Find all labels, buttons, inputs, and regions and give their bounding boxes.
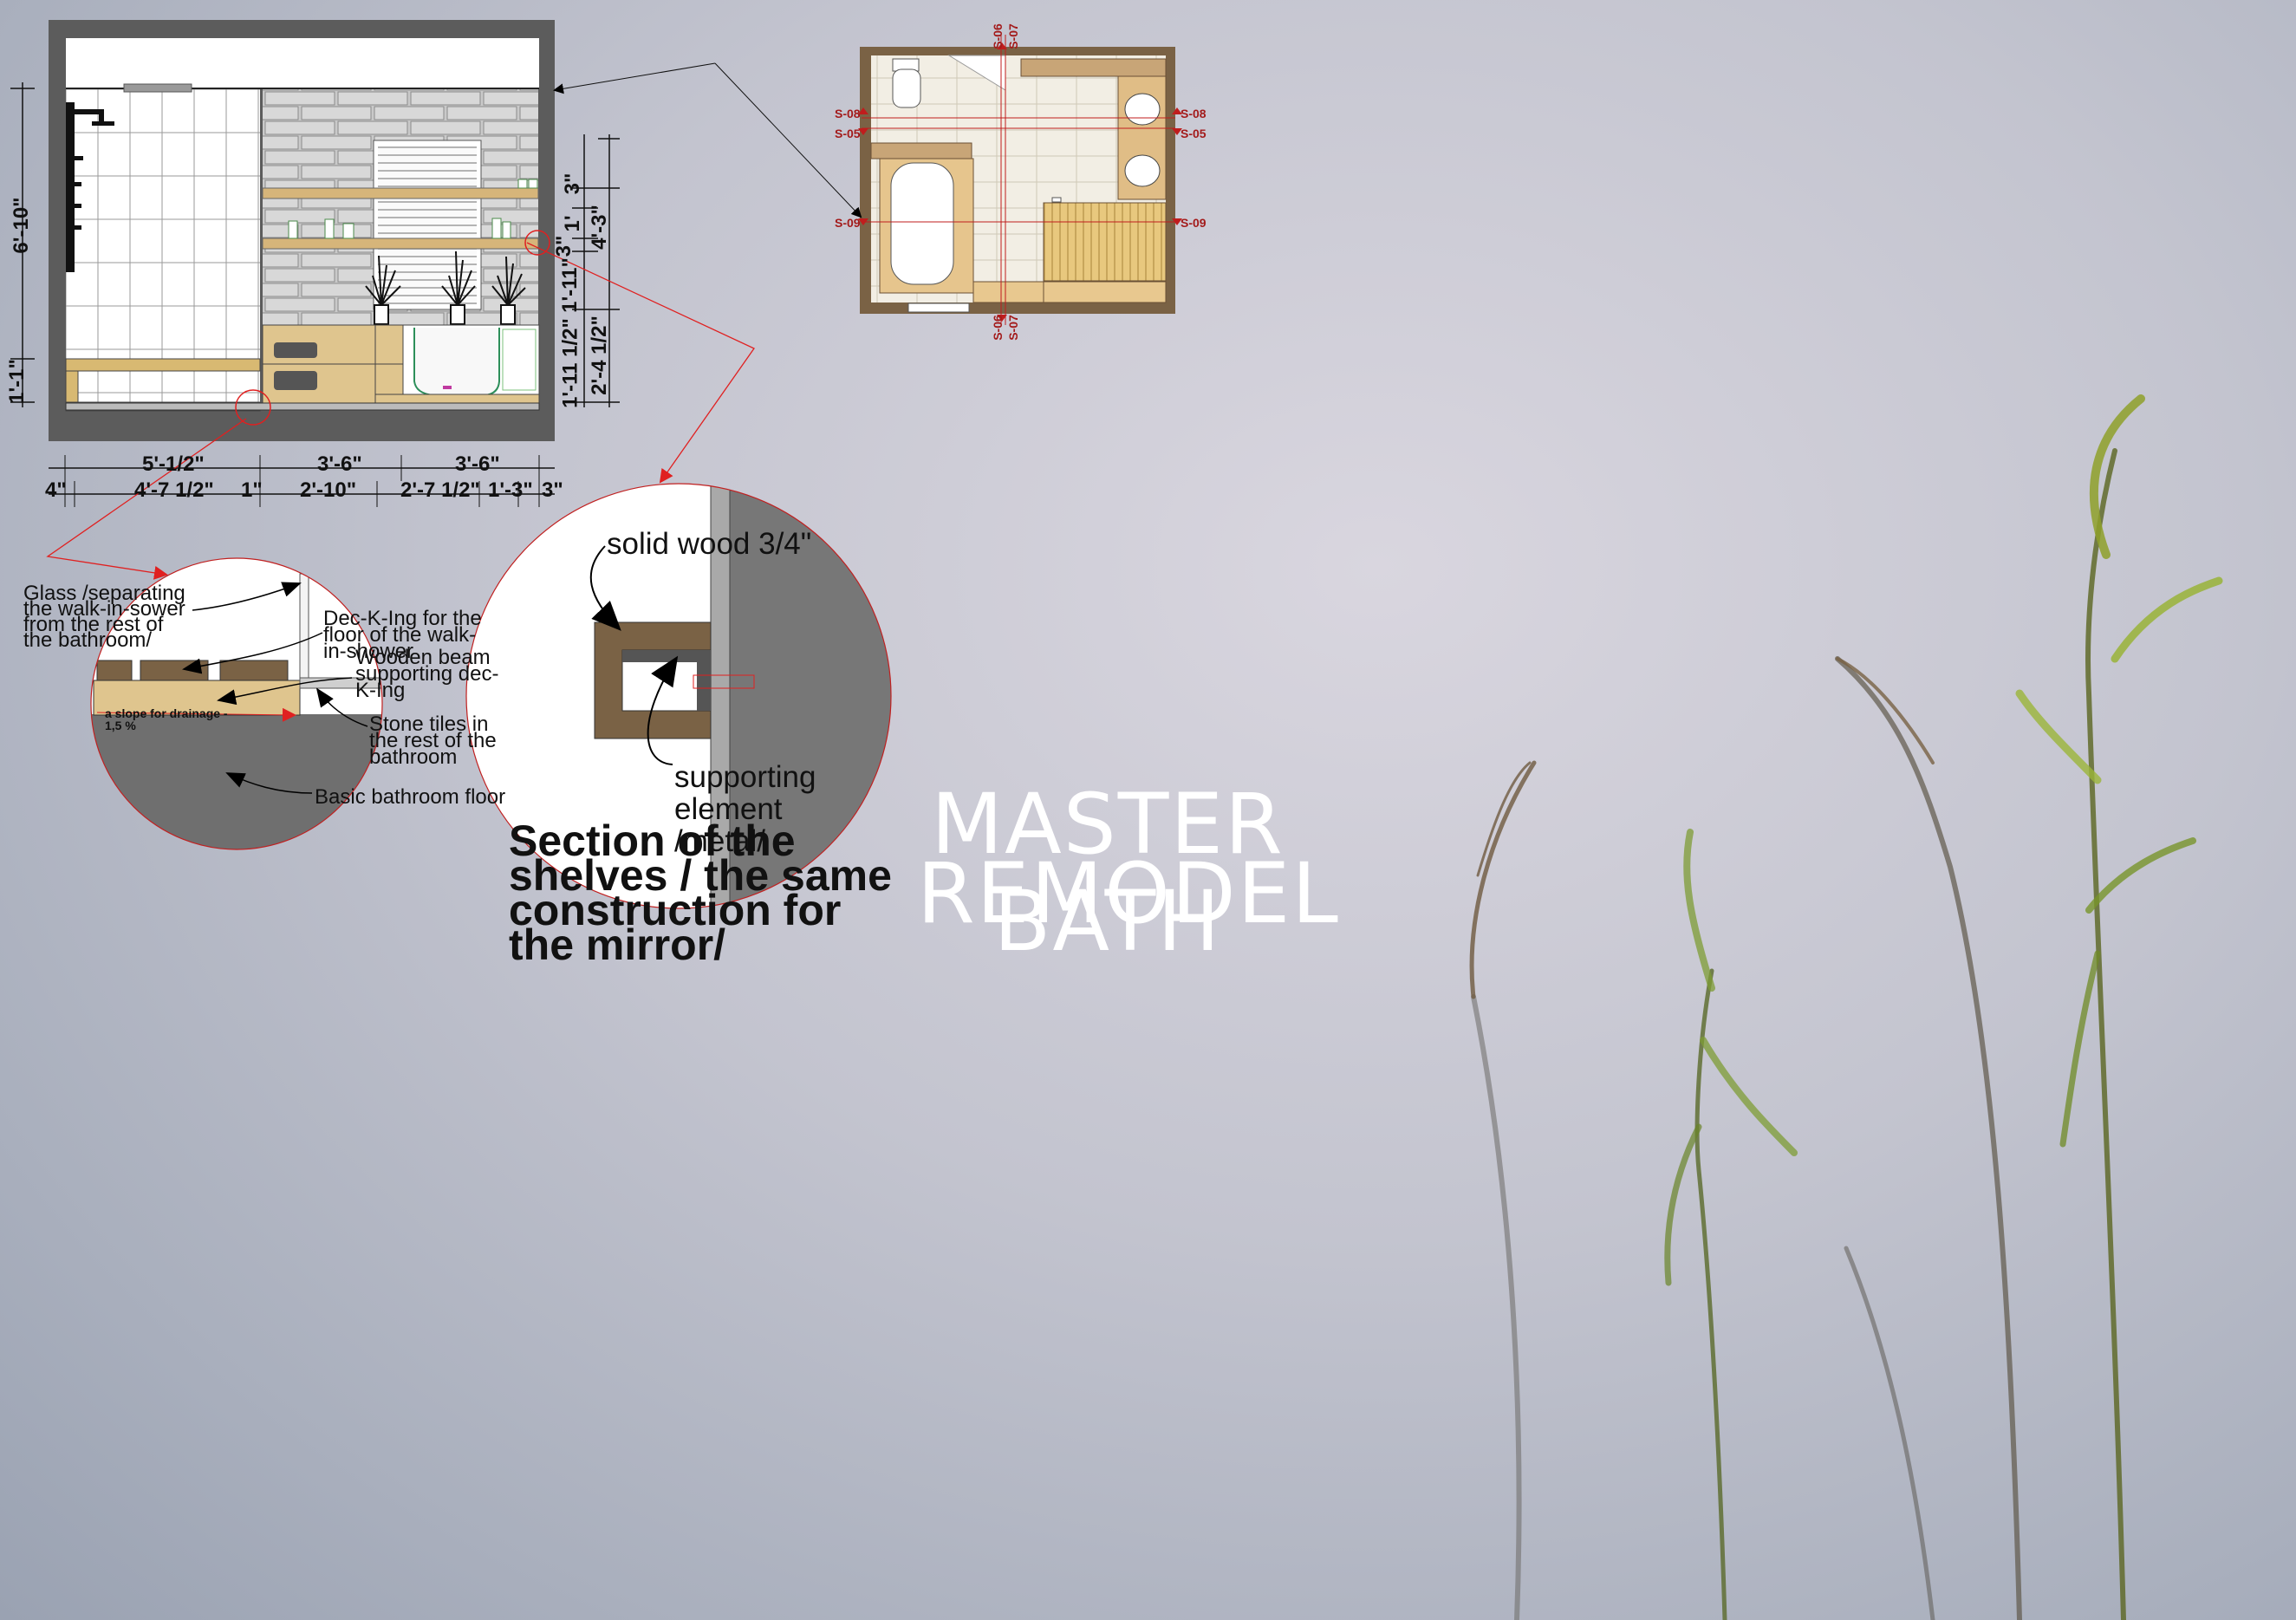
plan-marker-right-2: S-05 [1181, 127, 1207, 140]
dim-left-1: 6'-10" [10, 197, 33, 254]
dim-bottom-4: 2'-10" [300, 478, 357, 502]
note-beam: Wooden beam supporting dec-K-Ing [355, 646, 499, 702]
plan-marker-top-2: S-07 [1005, 23, 1020, 49]
reeds-decoration [1469, 394, 2223, 1620]
title-line-2: REMODEL [917, 845, 1340, 942]
note-glass: Glass /separating the walk-in-sower from… [23, 582, 185, 652]
plan-bathtub [890, 162, 954, 285]
dim-bottom-1: 4" [45, 478, 67, 502]
plan-marker-left-3: S-09 [835, 216, 861, 230]
bathtub [413, 328, 500, 396]
window-blinds [378, 146, 477, 304]
plan-sink-1 [1124, 93, 1161, 126]
note-slope: a slope for drainage - 1,5 % [105, 706, 228, 732]
plan-marker-right-3: S-09 [1181, 216, 1207, 230]
dim-right-a-5: 1'-11 1/2" [558, 318, 582, 408]
shelf-bottles [288, 179, 538, 239]
note-tiles: Stone tiles in the rest of the bathroom [369, 712, 497, 769]
plan-marker-bottom-1: S-06 [990, 315, 1005, 341]
plan-toilet [892, 68, 921, 108]
note-supporting-element: supporting element /metal/ [674, 760, 816, 858]
dim-bottom-7: 3" [542, 478, 563, 502]
plan-marker-top-1: S-06 [990, 23, 1005, 49]
dim-bottom-3: 1" [241, 478, 263, 502]
plan-shower-deck [1043, 202, 1167, 282]
detail-shelf-section [465, 483, 892, 909]
detail-marker-shelf [524, 230, 550, 256]
dim-bottom-5: 2'-7 1/2" [400, 478, 480, 502]
plan-sink-2 [1124, 154, 1161, 187]
shower-tile-wall [66, 89, 260, 403]
title-line-1: MASTER BATH [931, 776, 1285, 970]
ceiling-band [66, 38, 539, 88]
shower-head [66, 102, 114, 272]
dim-right-a-1: 3" [561, 172, 584, 195]
floor-plan [858, 35, 1182, 325]
dim-right-b-2: 2'-4 1/2" [588, 316, 611, 395]
plan-marker-left-2: S-05 [835, 127, 861, 140]
towels [274, 342, 317, 390]
dim-top-2: 3'-6" [317, 452, 362, 476]
plan-marker-right-1: S-08 [1181, 107, 1207, 120]
shelf-section-caption: Section of the shelves / the same constr… [509, 817, 892, 969]
elevation-dimension-lines [10, 82, 620, 507]
note-floor: Basic bathroom floor [315, 785, 506, 809]
dim-left-2: 1'-1" [5, 359, 29, 404]
leader-arrows [46, 62, 862, 580]
note-solid-wood: solid wood 3/4" [607, 527, 812, 561]
dim-bottom-6: 1'-3" [488, 478, 533, 502]
dim-top-3: 3'-6" [455, 452, 500, 476]
dim-top-1: 5'-1/2" [142, 452, 205, 476]
elevation-drawing [49, 20, 555, 441]
detail-marker-floor [235, 389, 271, 426]
plan-marker-bottom-2: S-07 [1005, 315, 1020, 341]
dim-right-b-1: 4'-3" [588, 205, 611, 250]
dim-bottom-2: 4'-7 1/2" [134, 478, 214, 502]
note-decking: Dec-K-Ing for the floor of the walk-in-s… [323, 607, 482, 663]
dim-right-a-4: 1'-11" [558, 257, 582, 313]
plan-marker-left-1: S-08 [835, 107, 861, 120]
plants [365, 250, 526, 325]
